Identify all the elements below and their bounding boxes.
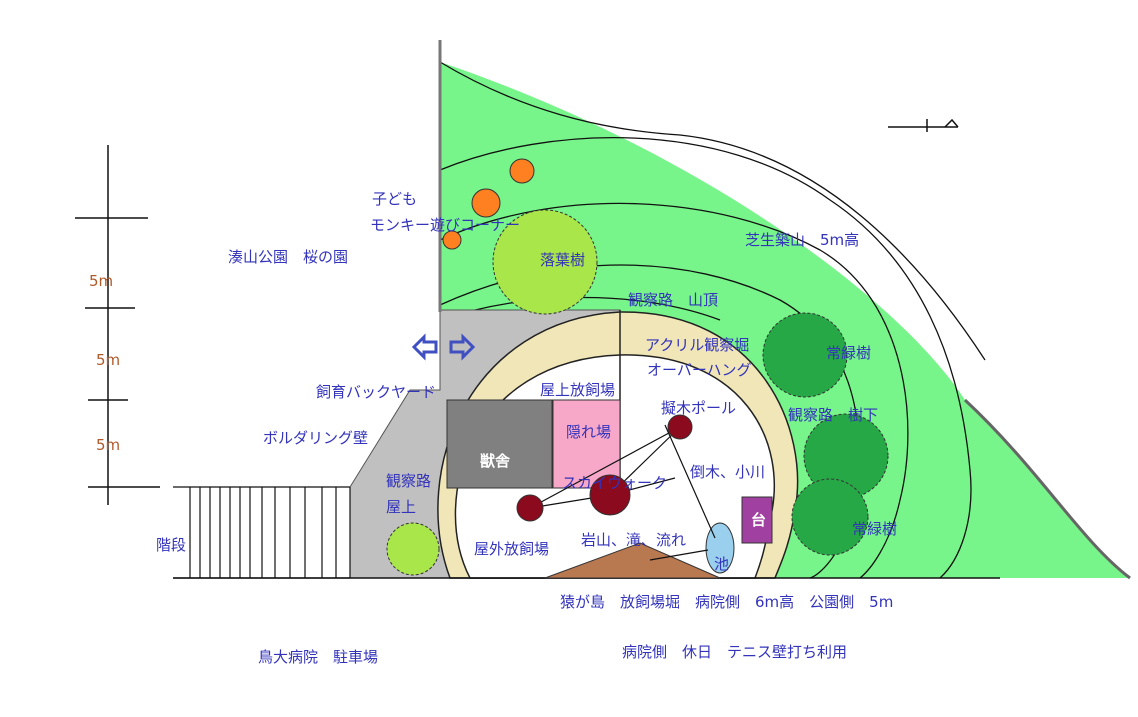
label-lawn-hill: 芝生築山 5m高 <box>745 231 859 249</box>
label-outdoor-pen: 屋外放飼場 <box>474 540 549 558</box>
stairs <box>173 486 351 579</box>
scale-mark: 5m <box>96 436 120 454</box>
label-hiding-place: 隠れ場 <box>566 423 611 441</box>
climbing-pole-icon <box>667 414 693 440</box>
label-breeding-backyard: 飼育バックヤード <box>316 383 436 401</box>
north-arrow-icon <box>888 118 959 132</box>
label-hospital-parking: 鳥大病院 駐車場 <box>258 648 378 666</box>
label-rooftop-pen: 屋上放飼場 <box>540 381 615 399</box>
label-pond: 池 <box>714 555 729 573</box>
label-deciduous-tree: 落葉樹 <box>540 251 585 269</box>
kids-play-dot <box>509 158 535 184</box>
scale-mark: 5m <box>89 272 113 290</box>
label-skywalk: スカイウォーク <box>562 474 667 492</box>
label-observation-path-trees: 観察路 樹下 <box>788 406 878 424</box>
deciduous-tree-icon <box>492 209 598 315</box>
label-bouldering-wall: ボルダリング壁 <box>263 429 368 447</box>
hiding-place <box>552 399 621 489</box>
label-evergreen: 常緑樹 <box>852 520 897 538</box>
label-animal-house: 獣舎 <box>480 452 511 470</box>
label-overhang: オーバーハング <box>647 361 752 379</box>
label-fallen-tree-stream: 倒木、小川 <box>690 463 765 481</box>
platform <box>741 496 773 544</box>
scale-mark: 5m <box>96 351 120 369</box>
double-arrow-icon <box>411 333 476 361</box>
label-acrylic-moat: アクリル観察堀 <box>645 336 749 354</box>
scale-bar <box>75 145 160 505</box>
label-rock-fall-stream: 岩山、滝、流れ <box>581 531 686 549</box>
label-observation-path-top: 観察路 山頂 <box>628 291 718 309</box>
label-stairs: 階段 <box>156 536 186 554</box>
label-observation-path-roof: 観察路 <box>386 472 431 490</box>
label-climbing-pole: 擬木ポール <box>661 399 736 417</box>
label-minatoyama-park: 湊山公園 桜の園 <box>228 248 348 266</box>
pond <box>705 522 735 574</box>
animal-house <box>446 399 553 489</box>
label-evergreen: 常緑樹 <box>826 344 871 362</box>
climbing-pole-icon <box>589 474 631 516</box>
evergreen-tree-icon <box>762 312 848 398</box>
roof-tree-icon <box>386 522 440 576</box>
label-monkey-island-moat: 猿が島 放飼場堀 病院側 6m高 公園側 5m <box>560 593 893 611</box>
rock-mountain <box>544 542 721 579</box>
label-platform: 台 <box>751 511 766 529</box>
label-hospital-side-holiday: 病院側 休日 テニス壁打ち利用 <box>622 643 847 661</box>
label-kids-corner: 子ども <box>372 190 417 208</box>
lawn-edge-line <box>963 398 1131 580</box>
label-observation-path-roof: 屋上 <box>386 498 416 516</box>
climbing-pole-icon <box>516 494 544 522</box>
label-kids-corner: モンキー遊びコーナー <box>370 216 520 234</box>
evergreen-tree-icon <box>791 478 869 556</box>
kids-play-dot <box>471 188 501 218</box>
kids-play-dot <box>442 230 462 250</box>
